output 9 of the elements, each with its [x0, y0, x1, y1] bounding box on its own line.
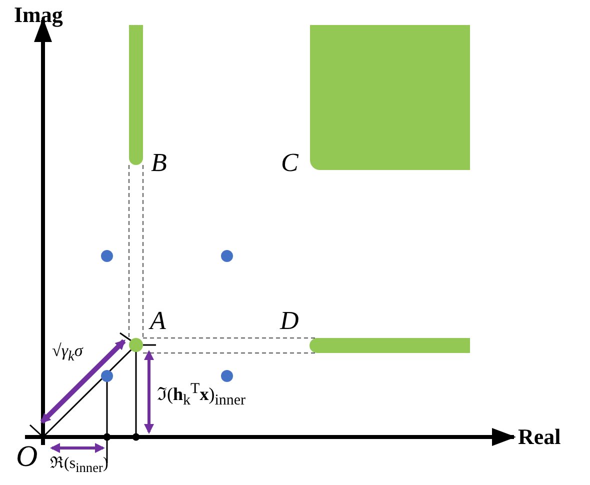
point-label: O: [16, 442, 38, 472]
axis-label: Imag: [14, 4, 63, 26]
dimension-label: ℑ(h$_{k}$$^{T}$x)$_{inner}$: [157, 382, 246, 409]
point-label: A: [150, 308, 166, 334]
dimension-label: √γ$_{k}$σ: [52, 342, 83, 364]
point-label: B: [151, 150, 167, 176]
point-label: D: [280, 308, 299, 334]
point-label: C: [281, 150, 298, 176]
axis-label: Real: [518, 426, 561, 448]
